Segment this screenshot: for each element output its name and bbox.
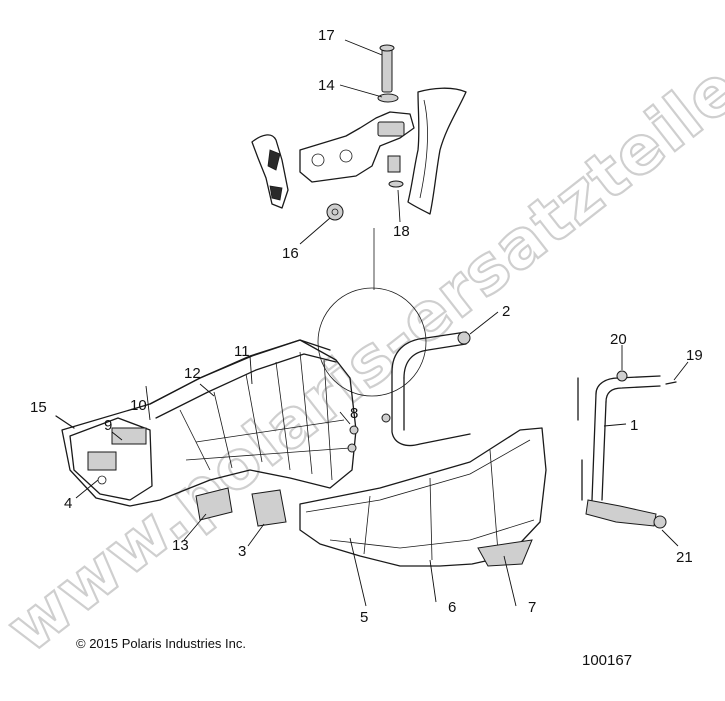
callout-11: 11 (234, 343, 250, 360)
callout-20: 20 (610, 331, 627, 348)
callout-19: 19 (686, 347, 703, 364)
callout-9: 9 (104, 417, 112, 434)
callout-18: 18 (393, 223, 410, 240)
callout-21: 21 (676, 549, 693, 566)
callout-3: 3 (238, 543, 246, 560)
copyright-text: © 2015 Polaris Industries Inc. (76, 636, 246, 651)
callout-13: 13 (172, 537, 189, 554)
right-tube-assembly (577, 370, 677, 529)
callout-labels: 17 14 16 18 2 20 19 1 21 7 6 5 8 11 12 1… (30, 27, 703, 626)
callout-2: 2 (502, 303, 510, 320)
callout-7: 7 (528, 599, 536, 616)
detail-circle (317, 287, 427, 397)
side-panel-assembly (299, 331, 547, 567)
callout-12: 12 (184, 365, 201, 382)
callout-10: 10 (130, 397, 147, 414)
callout-1: 1 (630, 417, 638, 434)
callout-6: 6 (448, 599, 456, 616)
leader-lines (75, 39, 689, 607)
callout-5: 5 (360, 609, 368, 626)
callout-16: 16 (282, 245, 299, 262)
callout-4: 4 (64, 495, 72, 512)
upper-mount-detail (251, 44, 467, 290)
callout-17: 17 (318, 27, 335, 44)
callout-15: 15 (30, 399, 47, 416)
callout-8: 8 (350, 405, 358, 422)
callout-14: 14 (318, 77, 335, 94)
drawing-number: 100167 (582, 652, 633, 669)
